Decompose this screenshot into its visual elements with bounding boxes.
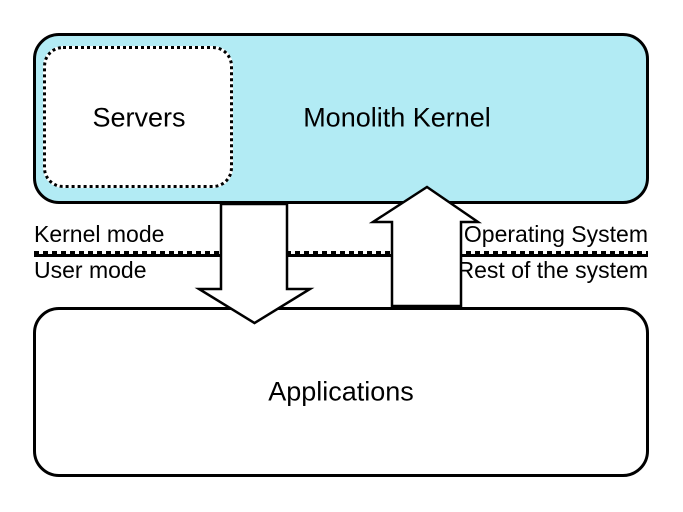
user-mode-label: User mode [34, 257, 147, 283]
mode-divider-line [34, 251, 648, 257]
kernel-mode-label: Kernel mode [34, 221, 165, 247]
rest-of-system-label: Rest of the system [457, 257, 648, 283]
monolith-kernel-label: Monolith Kernel [303, 102, 491, 133]
up-arrow-icon [368, 185, 483, 308]
operating-system-label: Operating System [463, 221, 648, 247]
applications-box [33, 307, 649, 477]
mode-divider-solid [34, 254, 648, 257]
servers-box [43, 46, 233, 188]
mode-divider-dashes [34, 251, 648, 254]
servers-label: Servers [92, 102, 186, 133]
down-arrow-icon [194, 202, 315, 325]
applications-label: Applications [268, 376, 414, 407]
